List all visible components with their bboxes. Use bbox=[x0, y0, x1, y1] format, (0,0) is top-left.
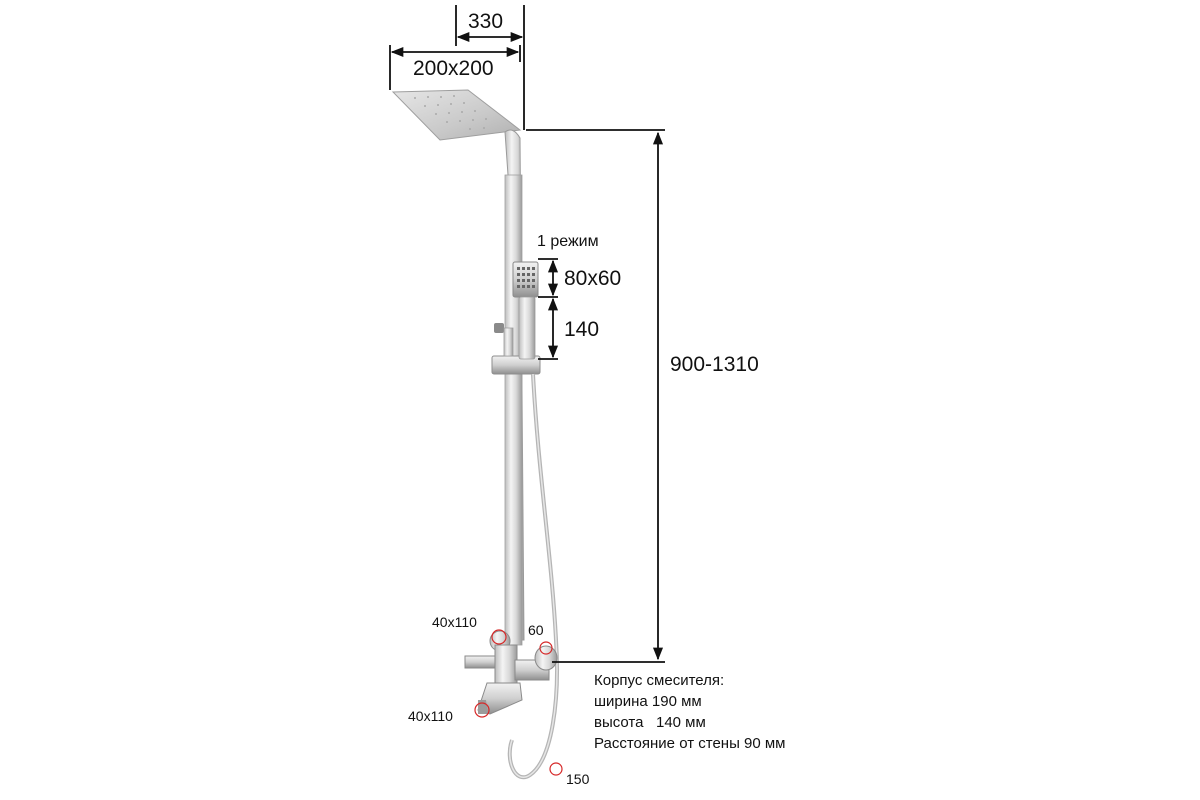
mixer-spec-height: высота 140 мм bbox=[594, 714, 706, 731]
slide-bar-holder bbox=[491, 323, 541, 375]
dim-hand-shower-handle: 140 bbox=[564, 318, 600, 341]
dim-hand-shower-mode: 1 режим bbox=[537, 233, 599, 250]
mixer-spec-distance: Расстояние от стены 90 мм bbox=[594, 735, 786, 752]
shower-riser bbox=[504, 129, 525, 646]
dim-spout: 40x110 bbox=[408, 708, 453, 724]
marker-handle bbox=[491, 629, 507, 645]
dim-hand-shower-size: 80x60 bbox=[564, 267, 622, 290]
dim-head-size: 200x200 bbox=[413, 57, 494, 80]
marker-hose bbox=[549, 762, 563, 776]
dim-mixer-handle: 40x110 bbox=[432, 614, 477, 630]
hand-shower bbox=[512, 261, 539, 360]
bath-mixer bbox=[464, 630, 558, 715]
rain-shower-head bbox=[391, 89, 522, 141]
mixer-spec: Корпус смесителя: ширина 190 мм высота 1… bbox=[594, 670, 786, 754]
measure-points bbox=[474, 629, 563, 776]
mixer-spec-title: Корпус смесителя: bbox=[594, 672, 725, 689]
dim-arm-length: 330 bbox=[468, 10, 504, 33]
dim-mixer-outlet: 60 bbox=[528, 622, 544, 638]
dim-hose: 150 bbox=[566, 771, 590, 787]
shower-hose-highlight bbox=[508, 373, 558, 778]
mixer-spec-width: ширина 190 мм bbox=[594, 693, 702, 710]
marker-spout bbox=[474, 702, 490, 718]
marker-outlet bbox=[539, 641, 553, 655]
dimension-lines bbox=[389, 5, 665, 663]
dim-height-range: 900-1310 bbox=[670, 353, 759, 376]
